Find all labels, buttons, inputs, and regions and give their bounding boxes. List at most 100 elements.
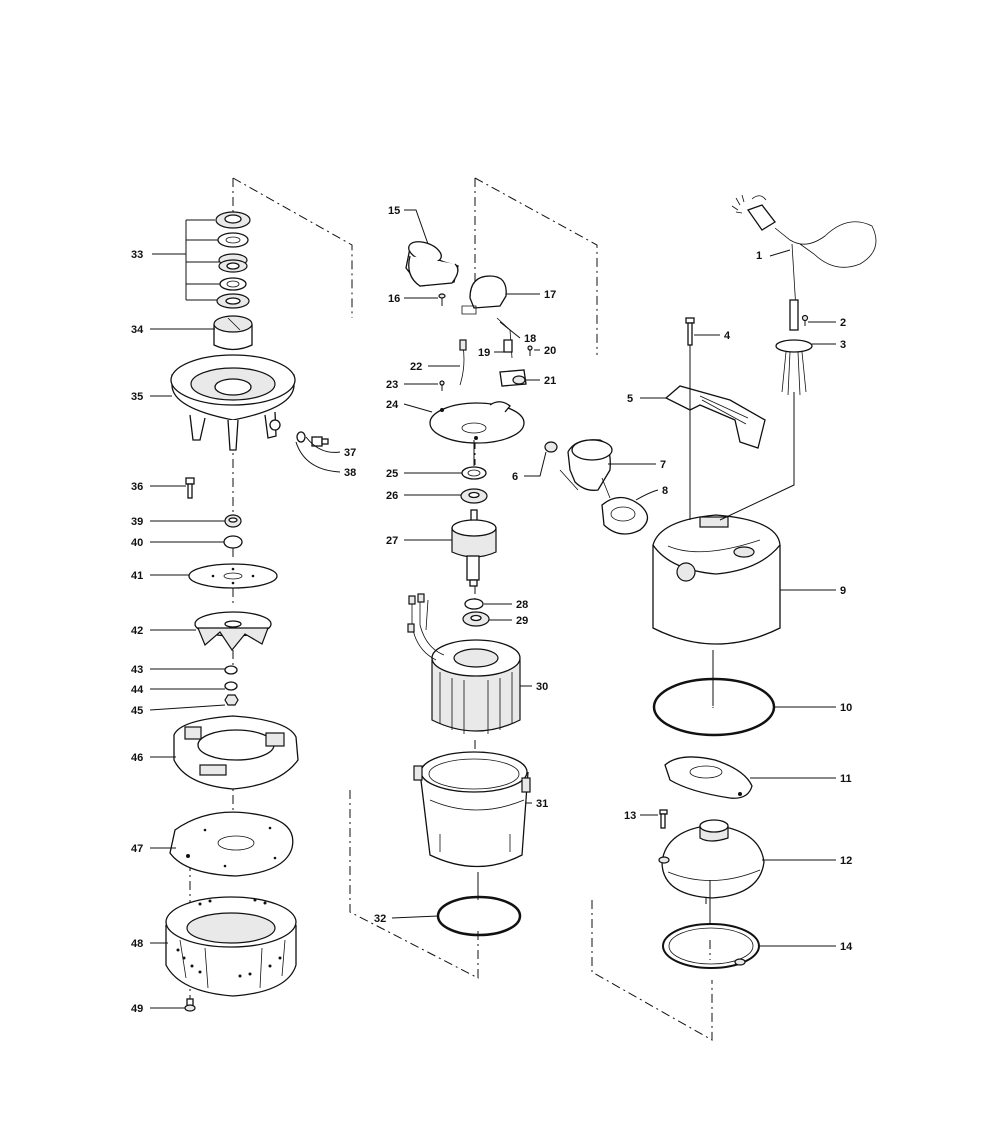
label-13: 13 <box>624 810 636 822</box>
left-column-parts <box>165 211 329 1012</box>
part-15-capacitor <box>405 241 459 287</box>
label-28: 28 <box>516 599 528 611</box>
part-3-cable-gland <box>775 299 813 396</box>
part-5-handle <box>664 385 766 449</box>
part-41-wear-plate <box>188 563 278 589</box>
part-10-o-ring <box>652 677 776 737</box>
part-31-motor-frame <box>413 751 531 868</box>
label-12: 12 <box>840 855 852 867</box>
part-37-plug <box>311 436 329 447</box>
label-41: 41 <box>131 570 143 582</box>
label-6: 6 <box>512 471 518 483</box>
part-47-bottom-plate <box>169 811 294 877</box>
label-39: 39 <box>131 516 143 528</box>
label-31: 31 <box>536 798 548 810</box>
part-40-spacer <box>223 535 243 549</box>
part-34-seal-housing <box>213 315 253 351</box>
label-8: 8 <box>662 485 668 497</box>
part-7-discharge-outlet <box>559 439 613 499</box>
label-49: 49 <box>131 1003 143 1015</box>
part-30-stator <box>407 593 521 734</box>
label-16: 16 <box>388 293 400 305</box>
part-43-washer <box>224 665 238 675</box>
label-3: 3 <box>840 339 846 351</box>
label-1: 1 <box>756 250 762 262</box>
label-47: 47 <box>131 843 143 855</box>
label-37: 37 <box>344 447 356 459</box>
label-35: 35 <box>131 391 143 403</box>
part-11-cover-plate <box>664 756 753 799</box>
part-24-bracket-plate <box>429 401 525 444</box>
label-48: 48 <box>131 938 143 950</box>
label-7: 7 <box>660 459 666 471</box>
label-46: 46 <box>131 752 143 764</box>
part-8-gasket <box>601 496 649 535</box>
label-23: 23 <box>386 379 398 391</box>
label-15: 15 <box>388 205 400 217</box>
label-22: 22 <box>410 361 422 373</box>
label-33: 33 <box>131 249 143 261</box>
part-9-motor-housing <box>652 514 781 645</box>
label-45: 45 <box>131 705 143 717</box>
label-30: 30 <box>536 681 548 693</box>
leader-lines <box>149 209 836 1009</box>
part-number-labels: 1 2 3 4 5 6 7 8 9 10 11 12 13 14 15 16 1… <box>131 205 853 1015</box>
label-38: 38 <box>344 467 356 479</box>
part-17-capacitor-clamp <box>461 275 507 315</box>
part-39-oil-seal <box>224 514 242 528</box>
label-34: 34 <box>131 324 144 336</box>
part-12-oil-casing <box>658 819 765 899</box>
part-28-ring <box>464 598 484 610</box>
part-32-o-ring <box>436 895 522 937</box>
label-40: 40 <box>131 537 143 549</box>
label-5: 5 <box>627 393 633 405</box>
label-43: 43 <box>131 664 143 676</box>
label-9: 9 <box>840 585 846 597</box>
label-2: 2 <box>840 317 846 329</box>
label-10: 10 <box>840 702 852 714</box>
part-19-terminal <box>503 339 513 353</box>
label-29: 29 <box>516 615 528 627</box>
label-11: 11 <box>840 773 852 785</box>
label-19: 19 <box>478 347 490 359</box>
label-17: 17 <box>544 289 556 301</box>
part-4-bolt <box>685 317 695 346</box>
part-38-gasket <box>296 431 306 443</box>
label-21: 21 <box>544 375 556 387</box>
part-23-screw <box>439 380 445 391</box>
part-46-pump-casing <box>173 715 299 790</box>
label-32: 32 <box>374 913 386 925</box>
label-14: 14 <box>840 941 853 953</box>
part-33-mechanical-seal <box>215 211 251 309</box>
part-44-washer <box>224 681 238 691</box>
part-49-bolt <box>184 998 196 1012</box>
part-45-nut <box>224 694 239 706</box>
part-26-bearing <box>460 488 488 504</box>
label-18: 18 <box>524 333 536 345</box>
label-44: 44 <box>131 684 144 696</box>
label-25: 25 <box>386 468 398 480</box>
part-14-ring <box>662 923 760 969</box>
part-21-thermal-protector <box>499 369 527 387</box>
label-24: 24 <box>386 399 399 411</box>
label-26: 26 <box>386 490 398 502</box>
part-27-rotor-shaft <box>451 509 497 587</box>
label-4: 4 <box>724 330 731 342</box>
part-25-washer <box>461 466 487 480</box>
right-column-parts <box>544 194 877 969</box>
middle-column-parts <box>405 241 533 937</box>
part-6-plug <box>544 441 558 453</box>
part-22-lead-wire <box>459 339 467 386</box>
part-20-screw <box>527 345 533 356</box>
part-2-screw <box>801 314 809 326</box>
part-16-screw <box>438 293 446 306</box>
part-36-bolt <box>185 477 195 499</box>
part-29-bearing <box>462 611 490 627</box>
label-42: 42 <box>131 625 143 637</box>
part-48-strainer <box>165 896 297 997</box>
part-35-intermediate-casing <box>170 354 296 451</box>
part-1-power-cable <box>731 194 877 311</box>
label-20: 20 <box>544 345 556 357</box>
part-42-impeller <box>194 611 272 652</box>
